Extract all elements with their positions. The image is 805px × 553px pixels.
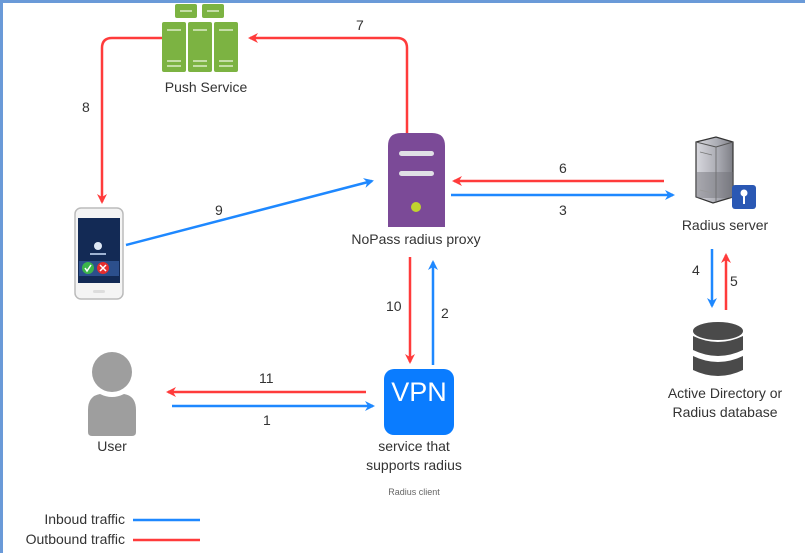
step-7-label: 7 [356,17,364,33]
server-cluster-icon[interactable] [162,4,238,72]
database-label-line1: Active Directory or [667,385,783,401]
legend-inbound-label: Inboud traffic [44,511,125,527]
vpn-icon[interactable] [384,369,454,435]
step-3-label: 3 [559,202,567,218]
edge-7-outbound [248,33,409,133]
server-tower-icon[interactable] [388,133,445,227]
step-11-label: 11 [259,370,274,386]
push-service-label: Push Service [164,79,248,95]
step-6-label: 6 [559,160,567,176]
step-8-label: 8 [82,99,90,115]
step-9-label: 9 [215,202,223,218]
proxy-label: NoPass radius proxy [351,231,481,247]
step-2-label: 2 [441,305,449,321]
edge-8-outbound [97,36,162,204]
server-key-icon[interactable] [695,136,756,209]
user-icon[interactable] [88,352,136,436]
database-icon[interactable] [693,322,743,376]
vpn-label-line1: service that [378,438,450,454]
user-label: User [97,438,127,454]
step-1-label: 1 [263,412,271,428]
radius-server-label: Radius server [681,217,769,233]
edge-9-inbound [125,178,374,247]
legend-outbound-label: Outbound traffic [25,531,125,547]
step-4-label: 4 [692,262,700,278]
vpn-badge-text: VPN [391,377,447,407]
vpn-label-line2: supports radius [366,457,462,473]
step-10-label: 10 [386,298,402,314]
step-5-label: 5 [730,273,738,289]
smartphone-icon[interactable] [74,207,124,300]
database-label-line2: Radius database [672,404,778,420]
vpn-sublabel: Radius client [388,487,440,497]
